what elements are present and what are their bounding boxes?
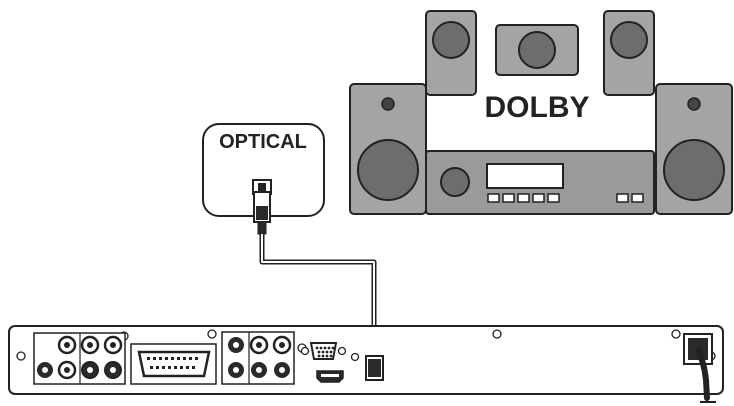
- power-cord: [695, 347, 710, 401]
- screw-icon: [350, 352, 360, 362]
- hdmi-port-icon: [316, 370, 344, 383]
- optical-label: OPTICAL: [219, 131, 307, 153]
- vga-port-icon: [300, 342, 347, 360]
- av-jack-block-right: [221, 331, 307, 385]
- right-floor-speaker: [655, 83, 733, 215]
- receiver-buttons: [487, 193, 644, 203]
- dolby-speaker-system: DOLBY: [349, 10, 733, 215]
- av-receiver: [425, 150, 655, 215]
- left-floor-speaker: [349, 83, 427, 215]
- center-speaker: [495, 24, 579, 76]
- volume-knob-icon: [440, 167, 470, 197]
- scart-connector: [130, 343, 217, 385]
- av-jack-block-left: [33, 332, 126, 385]
- front-left-satellite-speaker: [425, 10, 477, 96]
- s-video-jack-icon: [37, 362, 53, 378]
- front-right-satellite-speaker: [603, 10, 655, 96]
- receiver-display: [486, 163, 564, 189]
- dolby-label: DOLBY: [485, 91, 590, 124]
- player-rear-panel: [8, 325, 724, 395]
- optical-plug-top: [253, 191, 271, 235]
- rca-jack-icons: [57, 335, 123, 380]
